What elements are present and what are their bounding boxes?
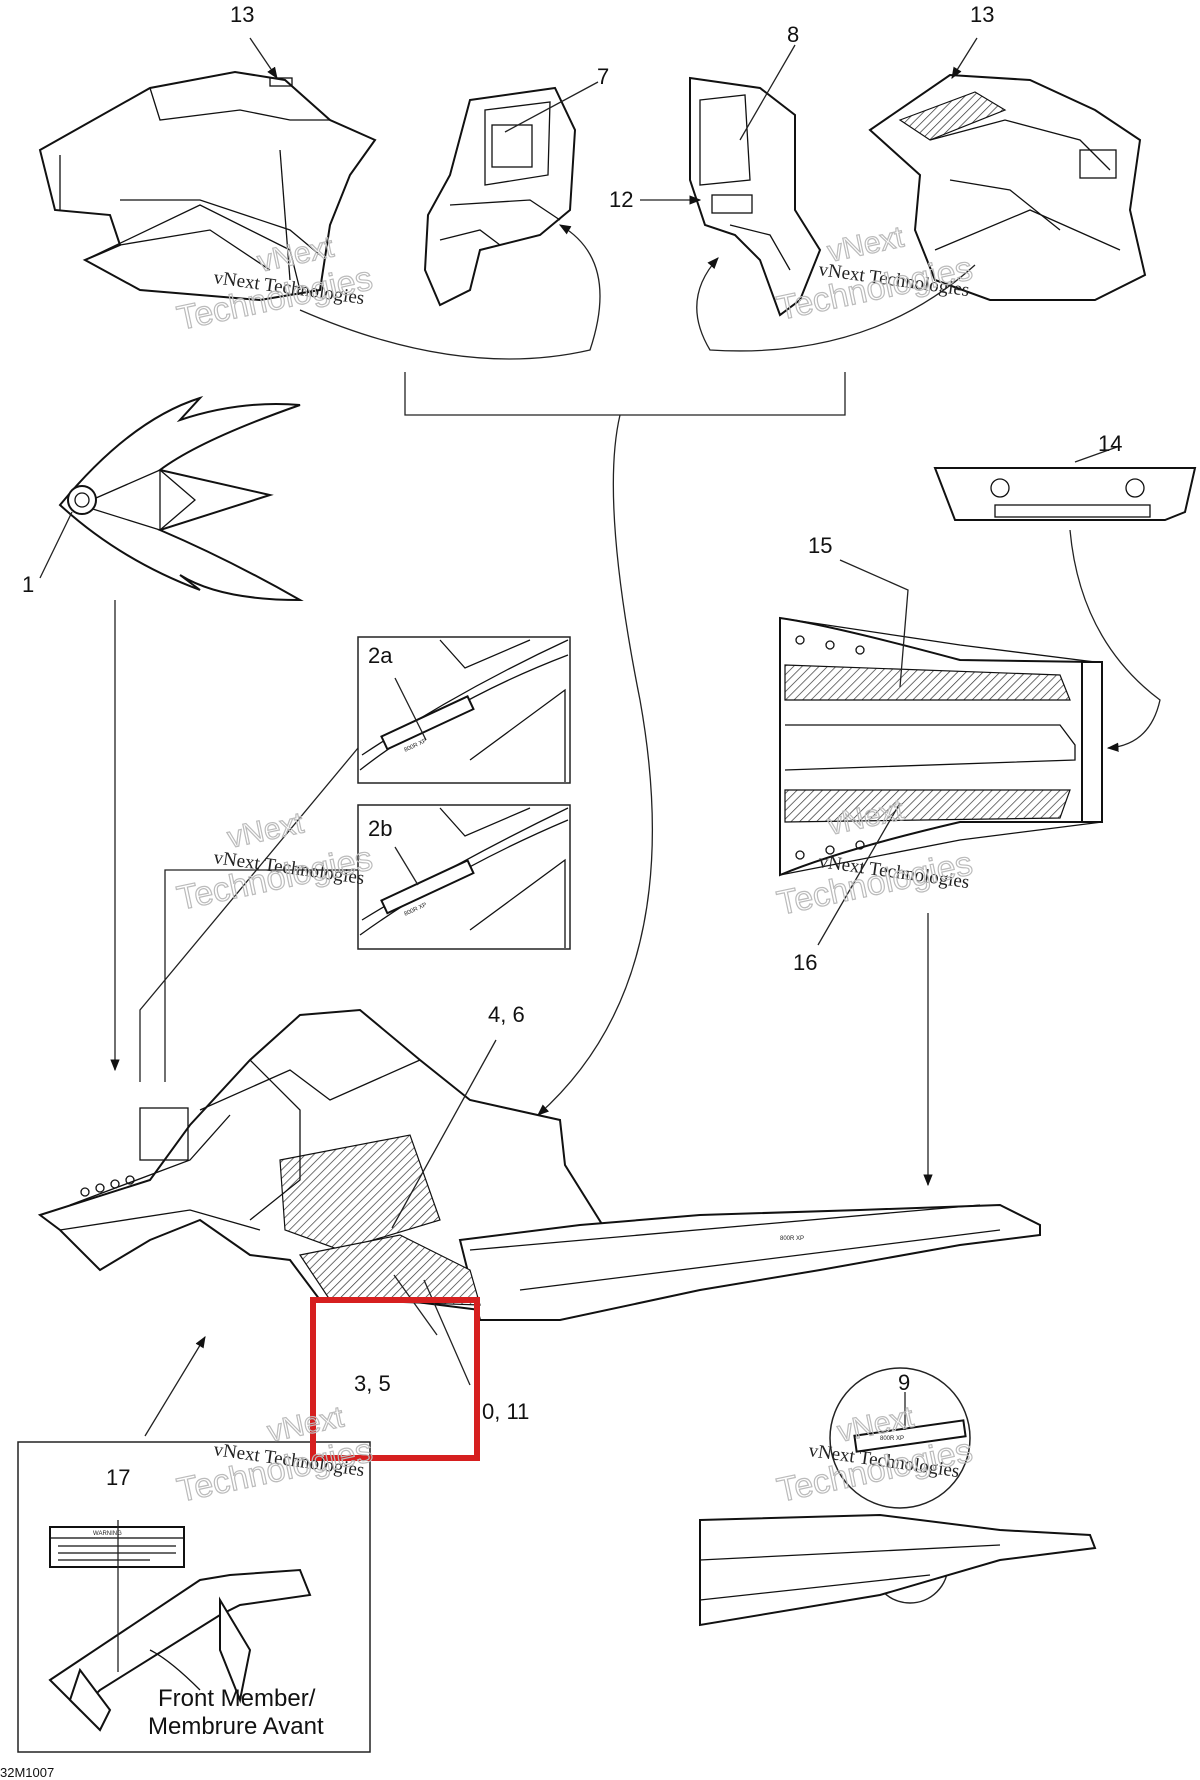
detail-box-2b: 800R XP: [357, 804, 571, 950]
callout-10-11: 0, 11: [482, 1399, 529, 1424]
rear-bumper: [933, 467, 1197, 521]
warning-label-text: WARNING: [93, 1531, 122, 1537]
callout-14: 14: [1098, 431, 1122, 456]
callout-13-left: 13: [230, 2, 254, 27]
highlight-box: [310, 1297, 480, 1461]
callout-12: 12: [609, 187, 633, 212]
detail-circle-9: 800R XP: [699, 1367, 1097, 1627]
side-panel-8: [689, 76, 822, 317]
front-member-box: WARNING: [17, 1441, 371, 1753]
watermark-mid-left: vNext vNext Technologies Technologies: [173, 806, 376, 919]
callout-8: 8: [787, 22, 799, 47]
main-body: 800R XP: [37, 1008, 1041, 1321]
side-panel-right: [868, 73, 1147, 301]
drawing-code: 32M1007: [0, 1765, 54, 1780]
front-member-label-1: Front Member/: [158, 1685, 316, 1712]
callout-2a: 2a: [368, 643, 393, 668]
callout-9: 9: [898, 1370, 910, 1395]
callout-2b: 2b: [368, 816, 392, 841]
svg-text:Technologies: Technologies: [174, 839, 376, 917]
callout-1: 1: [22, 572, 34, 597]
callout-15: 15: [808, 533, 832, 558]
callout-4-6: 4, 6: [488, 1002, 525, 1027]
callout-16: 16: [793, 950, 817, 975]
tunnel-top-view: [779, 616, 1104, 877]
detail-box-2a: 800R XP: [357, 636, 571, 784]
svg-text:vNext: vNext: [225, 806, 308, 854]
callout-3-5: 3, 5: [354, 1371, 391, 1396]
callout-17: 17: [106, 1465, 130, 1490]
side-panel-left: [38, 70, 377, 302]
circle-decal-text: 800R XP: [880, 1436, 904, 1442]
front-member-label-2: Membrure Avant: [148, 1713, 324, 1740]
tunnel-decal-text: 800R XP: [780, 1236, 804, 1242]
callout-7: 7: [597, 64, 609, 89]
callout-13-right: 13: [970, 2, 994, 27]
side-panel-7: [423, 86, 577, 307]
front-nose: [58, 395, 304, 602]
